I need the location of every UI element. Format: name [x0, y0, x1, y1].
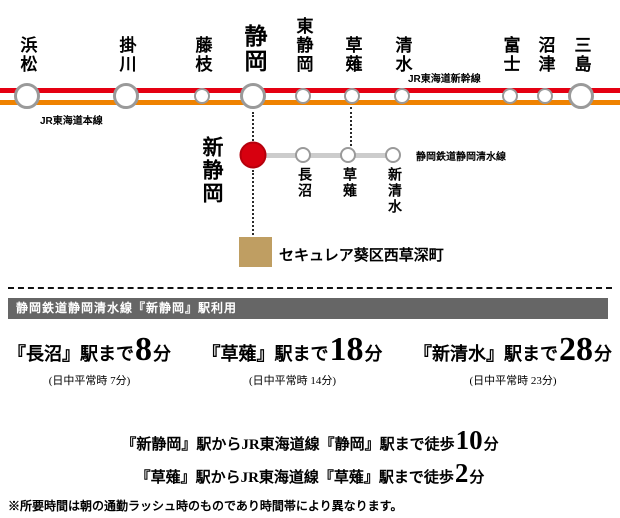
connector-shinshizuoka-to-property — [252, 170, 254, 235]
station-label-kusanagi-jr: 草薙 — [342, 36, 362, 74]
station-label-fujieda: 藤枝 — [192, 36, 212, 74]
station-node-shinshimizu — [385, 147, 401, 163]
station-label-higashishizuoka: 東静岡 — [293, 17, 313, 74]
station-node-fuji — [502, 88, 518, 104]
station-node-numazu — [537, 88, 553, 104]
shizutetsu-line-label: 静岡鉄道静岡清水線 — [416, 152, 506, 163]
station-node-kusanagi-sz — [340, 147, 356, 163]
station-node-hamamatsu — [14, 83, 40, 109]
property-name: セキュレア葵区西草深町 — [279, 247, 444, 264]
station-node-fujieda — [194, 88, 210, 104]
station-label-kusanagi-sz: 草薙 — [341, 167, 356, 199]
access-minutes: 8 — [135, 331, 152, 368]
walk-text: 『新静岡』駅からJR東海道線『静岡』駅まで徒歩 — [121, 437, 455, 453]
access-main: 『草薙』駅まで18分 — [203, 331, 383, 369]
footnote: ※所要時間は朝の通勤ラッシュ時のものであり時間帯により異なります。 — [8, 499, 403, 513]
main-line-label: JR東海道本線 — [40, 116, 103, 127]
connector-kusanagi-jr-to-shizutetsu — [350, 107, 352, 146]
station-node-kusanagi-jr — [344, 88, 360, 104]
walk-minutes: 2 — [454, 458, 469, 488]
station-label-shinshizuoka: 新静岡 — [200, 136, 224, 205]
walk-text: 『草薙』駅からJR東海道線『草薙』駅まで徒歩 — [135, 470, 454, 486]
access-station-text: 『新清水』駅まで — [414, 344, 558, 364]
access-item-shinshimizu: 『新清水』駅まで28分 (日中平常時 23分) — [414, 331, 612, 388]
access-unit: 分 — [594, 344, 612, 364]
station-label-mishima: 三島 — [571, 36, 591, 74]
walk-minutes: 10 — [455, 425, 483, 455]
station-node-mishima — [568, 83, 594, 109]
access-minutes: 18 — [329, 331, 364, 368]
access-unit: 分 — [364, 344, 383, 364]
station-node-shinshizuoka — [239, 141, 267, 169]
access-note: (日中平常時 14分) — [248, 375, 337, 387]
access-item-kusanagi: 『草薙』駅まで18分 (日中平常時 14分) — [203, 331, 383, 388]
access-main: 『長沼』駅まで8分 — [8, 331, 171, 369]
walk-unit: 分 — [483, 437, 499, 453]
shinkansen-line-label: JR東海道新幹線 — [408, 74, 481, 85]
station-label-shinshimizu: 新清水 — [386, 167, 401, 215]
access-note: (日中平常時 7分) — [48, 375, 131, 387]
station-node-higashishizuoka — [295, 88, 311, 104]
tokaido-main-line — [0, 100, 620, 105]
station-node-naganuma — [295, 147, 311, 163]
station-label-hamamatsu: 浜松 — [17, 36, 37, 74]
station-label-numazu: 沼津 — [535, 36, 555, 74]
station-label-shimizu: 清水 — [392, 36, 412, 74]
access-minutes: 28 — [559, 331, 593, 368]
walk-note-kusanagi: 『草薙』駅からJR東海道線『草薙』駅まで徒歩2分 — [0, 457, 620, 494]
station-label-shizuoka: 静岡 — [241, 24, 266, 74]
access-main: 『新清水』駅まで28分 — [414, 331, 612, 369]
station-node-kakegawa — [113, 83, 139, 109]
connector-shizuoka-to-shinshizuoka — [252, 112, 254, 141]
shizutetsu-line — [255, 153, 400, 158]
access-station-text: 『長沼』駅まで — [8, 344, 134, 364]
shinkansen-line — [0, 88, 620, 93]
property-marker — [239, 237, 272, 267]
access-item-naganuma: 『長沼』駅まで8分 (日中平常時 7分) — [8, 331, 171, 388]
access-times-row: 『長沼』駅まで8分 (日中平常時 7分) 『草薙』駅まで18分 (日中平常時 1… — [8, 331, 612, 388]
station-node-shizuoka — [240, 83, 266, 109]
station-label-fuji: 富士 — [500, 36, 520, 74]
access-station-text: 『草薙』駅まで — [202, 344, 329, 364]
access-unit: 分 — [153, 344, 171, 364]
station-label-kakegawa: 掛川 — [116, 36, 136, 74]
station-label-naganuma: 長沼 — [296, 167, 311, 199]
station-node-shimizu — [394, 88, 410, 104]
walk-note-shinshizuoka: 『新静岡』駅からJR東海道線『静岡』駅まで徒歩10分 — [0, 424, 620, 461]
line-usage-banner: 静岡鉄道静岡清水線『新静岡』駅利用 — [8, 298, 608, 319]
dashed-divider — [8, 287, 612, 289]
walk-unit: 分 — [469, 470, 485, 486]
access-note: (日中平常時 23分) — [469, 375, 557, 387]
